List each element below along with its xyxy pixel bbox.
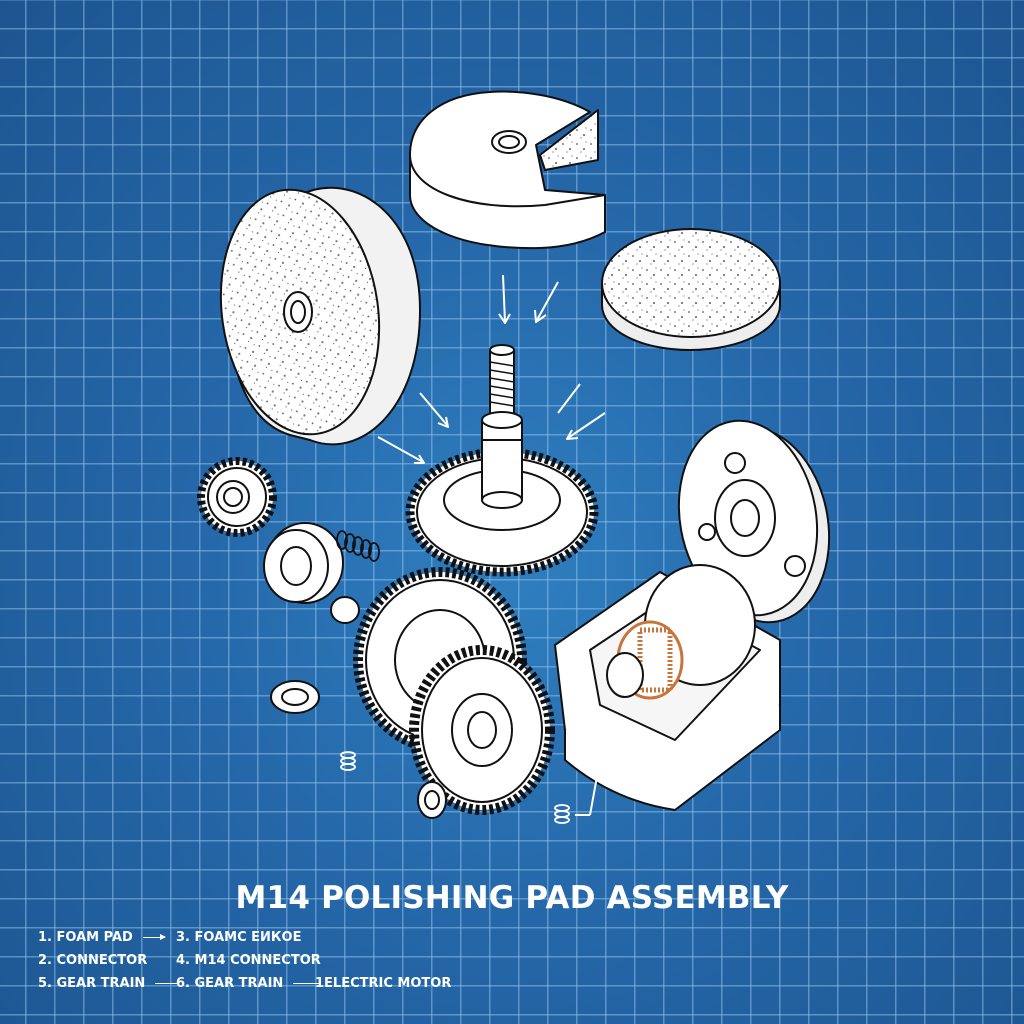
legend-item: 6. GEAR TRAIN	[176, 976, 320, 991]
foam-pad-thin	[601, 228, 781, 351]
legend-item: 5. GEAR TRAIN	[38, 976, 178, 991]
legend-label: 1. FOAM PAD	[38, 930, 133, 945]
legend-label: 5. GEAR TRAIN	[38, 976, 146, 991]
legend-label: 3. FOAMC ЕИКОЕ	[176, 930, 302, 945]
foam-pad-large	[219, 186, 421, 446]
legend-label: 1ELECTRIC MOTOR	[315, 976, 452, 991]
legend-item: 1ELECTRIC MOTOR	[315, 976, 451, 991]
bearing-rings	[270, 680, 447, 819]
leader-line-icon	[155, 982, 178, 985]
arrow-right-icon	[142, 934, 166, 939]
spindle-drive-gear	[405, 439, 599, 577]
assembly-arrows	[377, 274, 606, 464]
legend-item: 2. CONNECTOR	[38, 953, 147, 968]
large-gear-train	[330, 567, 555, 815]
electric-motor-housing	[554, 564, 781, 816]
legend-label: 4. M14 CONNECTOR	[176, 953, 321, 968]
diagram-title: M14 POLISHING PAD ASSEMBLY	[235, 880, 789, 916]
legend-item: 3. FOAMC ЕИКОЕ	[176, 930, 301, 945]
bearing-collar	[263, 522, 344, 604]
legend-label: 6. GEAR TRAIN	[176, 976, 284, 991]
legend-item: 4. M14 CONNECTOR	[176, 953, 321, 968]
small-spur-gear	[197, 457, 277, 537]
foam-pad-cutaway	[409, 90, 606, 250]
compression-spring	[336, 530, 380, 562]
leader-line-icon	[293, 982, 320, 985]
legend-item: 1. FOAM PAD	[38, 930, 166, 945]
legend-label: 2. CONNECTOR	[38, 953, 148, 968]
small-springs	[340, 751, 570, 824]
